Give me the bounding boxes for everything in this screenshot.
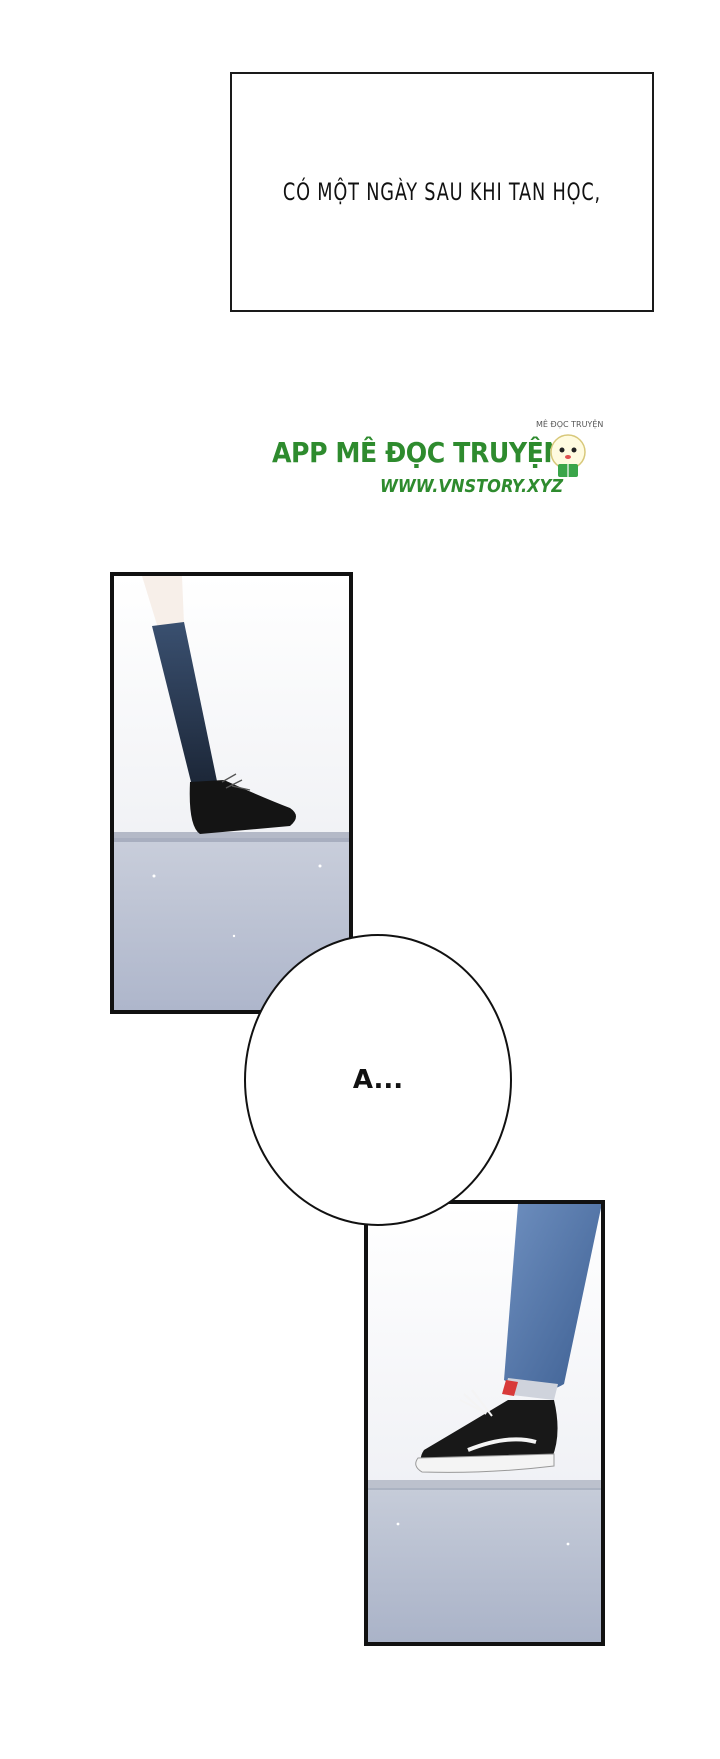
watermark-small-label: MÊ ĐỌC TRUYỆN: [536, 420, 604, 429]
caption-box: CÓ MỘT NGÀY SAU KHI TAN HỌC,: [230, 72, 654, 312]
watermark-url: WWW.VNSTORY.XYZ: [380, 476, 564, 497]
watermark-title: APP MÊ ĐỌC TRUYỆN: [272, 436, 565, 469]
dress-shoe-illustration: [114, 576, 349, 1010]
caption-text: CÓ MỘT NGÀY SAU KHI TAN HỌC,: [282, 178, 602, 206]
mascot-icon: [542, 430, 594, 482]
panel-dress-shoe: [110, 572, 353, 1014]
watermark: MÊ ĐỌC TRUYỆN APP MÊ ĐỌC TRUYỆN WWW.VNST…: [268, 398, 603, 508]
speech-bubble: A...: [244, 934, 512, 1226]
panel-sneaker: [364, 1200, 605, 1646]
sneaker-illustration: [368, 1204, 601, 1642]
speech-bubble-text: A...: [352, 1065, 404, 1095]
